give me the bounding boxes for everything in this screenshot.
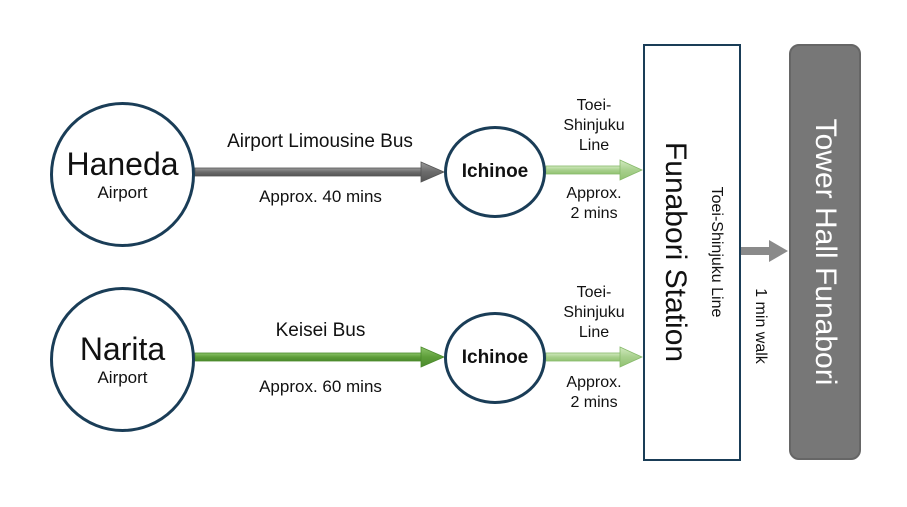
train-arrow-bottom: [545, 346, 643, 368]
haneda-sub: Airport: [97, 182, 148, 202]
walk-label: 1 min walk: [752, 288, 769, 364]
train-time-bottom: Approx. 2 mins: [566, 374, 622, 411]
haneda-airport-node: Haneda Airport: [50, 102, 195, 247]
ichinoe-name-bottom: Ichinoe: [461, 347, 529, 368]
haneda-name: Haneda: [66, 145, 179, 182]
funabori-station-name: Funabori Station: [659, 141, 692, 363]
limousine-bus-label: Airport Limousine Bus: [227, 131, 413, 152]
narita-name: Narita: [79, 330, 166, 367]
limousine-bus-arrow: [194, 161, 446, 183]
train-line-label-top: Toei- Shinjuku Line: [563, 97, 625, 154]
funabori-station-line: Toei-Shinjuku Line: [708, 186, 725, 318]
narita-airport-node: Narita Airport: [50, 287, 195, 432]
keisei-bus-time: Approx. 60 mins: [259, 377, 382, 396]
funabori-station-box: [643, 44, 741, 461]
tower-hall-box: [789, 44, 861, 460]
train-arrow-top: [545, 159, 643, 181]
limousine-bus-time: Approx. 40 mins: [259, 187, 382, 206]
train-time-top: Approx. 2 mins: [566, 185, 622, 222]
ichinoe-node-bottom: Ichinoe: [444, 312, 546, 404]
train-line-label-bottom: Toei- Shinjuku Line: [563, 284, 625, 341]
keisei-bus-arrow: [194, 346, 446, 368]
narita-sub: Airport: [97, 367, 148, 387]
keisei-bus-label: Keisei Bus: [275, 320, 366, 341]
tower-hall-name: Tower Hall Funabori: [809, 118, 842, 386]
ichinoe-name-top: Ichinoe: [461, 161, 529, 182]
ichinoe-node-top: Ichinoe: [444, 126, 546, 218]
walk-arrow: [741, 240, 788, 262]
